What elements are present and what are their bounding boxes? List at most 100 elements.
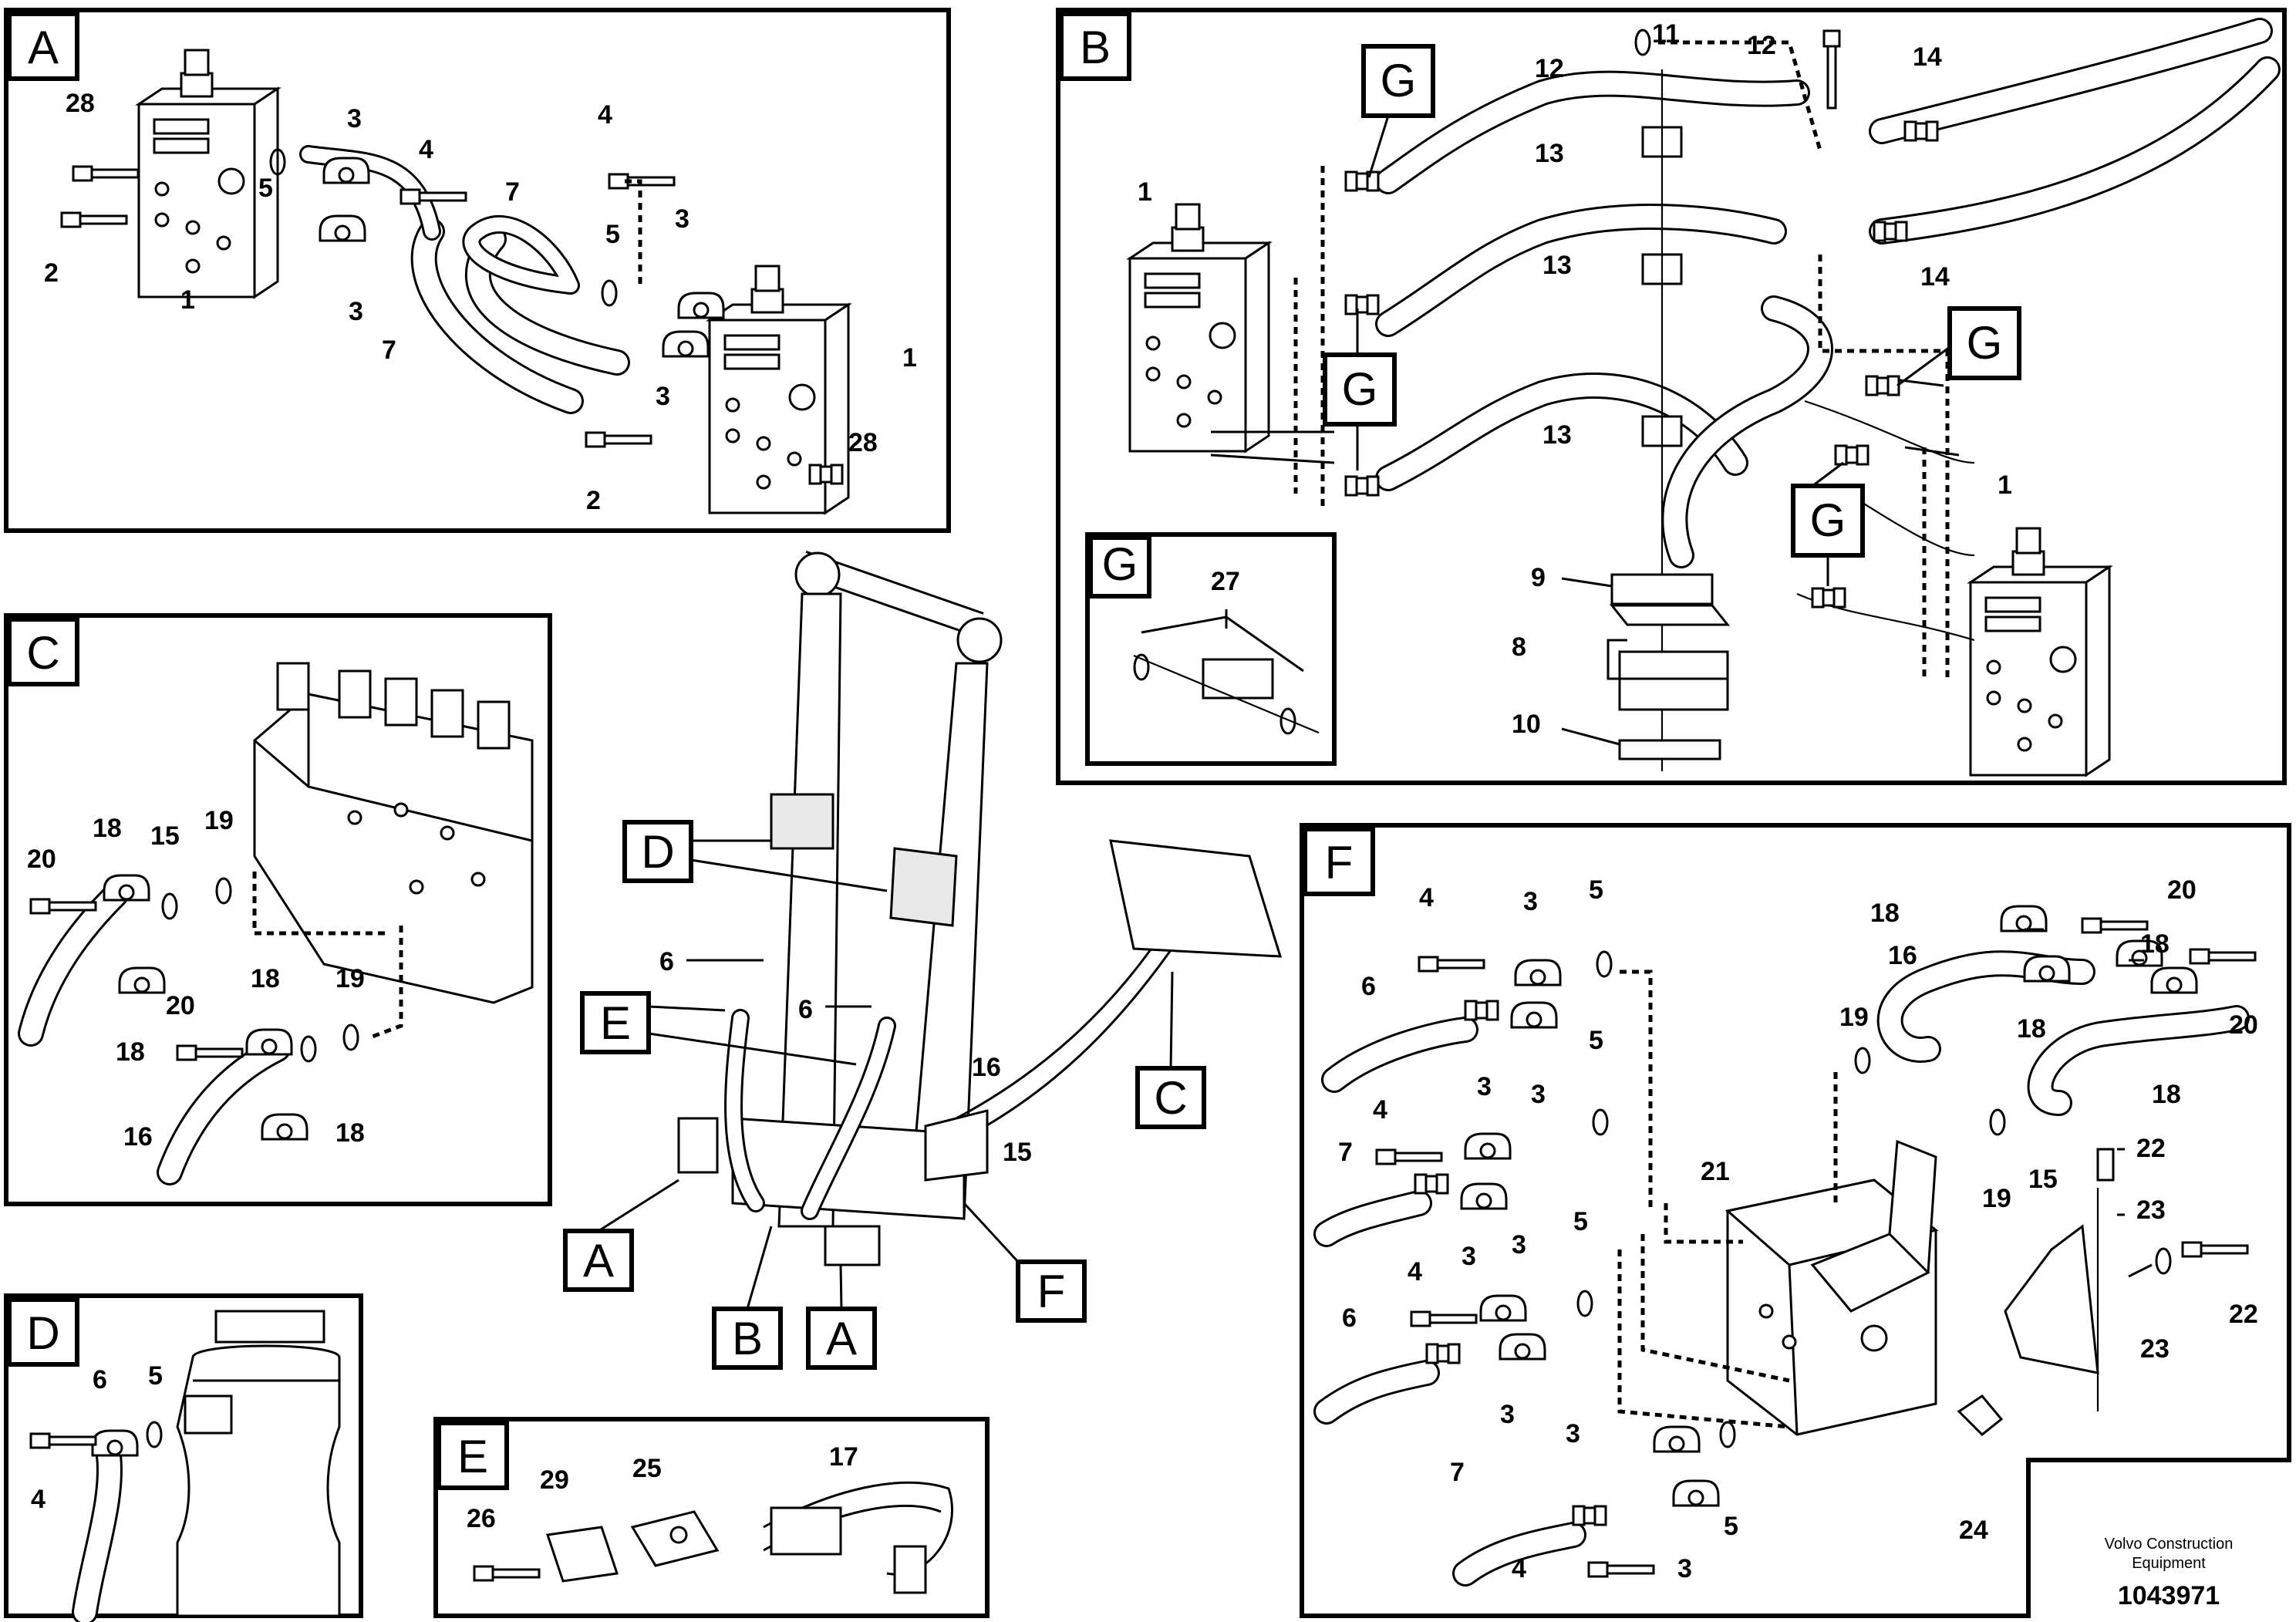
svg-text:25: 25 [632, 1454, 662, 1483]
detail-g: G 27 [1085, 532, 1337, 766]
section-label-a: A [28, 22, 59, 73]
svg-text:2: 2 [44, 258, 59, 288]
section-f: F [1300, 823, 2291, 1618]
svg-text:4: 4 [598, 100, 612, 130]
svg-text:28: 28 [66, 89, 95, 118]
svg-text:23: 23 [2136, 1195, 2166, 1225]
svg-text:6: 6 [798, 995, 813, 1024]
svg-text:27: 27 [1211, 567, 1240, 596]
callout-g: G [1810, 494, 1846, 546]
svg-text:6: 6 [1361, 972, 1376, 1001]
svg-text:19: 19 [1982, 1184, 2011, 1213]
svg-text:18: 18 [2152, 1080, 2181, 1109]
svg-text:3: 3 [1531, 1080, 1546, 1109]
svg-text:6: 6 [659, 947, 674, 976]
document-footer: Volvo Construction Equipment 1043971 [2105, 1536, 2234, 1610]
svg-text:4: 4 [31, 1485, 46, 1514]
svg-text:18: 18 [1870, 899, 1900, 928]
svg-text:2: 2 [586, 486, 601, 515]
section-label-f: F [1325, 837, 1354, 889]
svg-text:20: 20 [2167, 875, 2197, 905]
overview-callout-a: A [826, 1313, 857, 1364]
svg-text:3: 3 [1500, 1400, 1515, 1429]
svg-text:5: 5 [258, 174, 273, 203]
svg-text:23: 23 [2140, 1334, 2170, 1364]
svg-text:22: 22 [2136, 1134, 2166, 1163]
svg-text:1: 1 [1998, 470, 2012, 500]
svg-text:13: 13 [1542, 420, 1572, 450]
svg-text:8: 8 [1512, 632, 1526, 662]
svg-text:5: 5 [1724, 1512, 1738, 1541]
section-a: A 28 3 4 4 5 7 5 3 2 3 7 1 [4, 8, 951, 533]
svg-text:5: 5 [1589, 1026, 1603, 1055]
svg-text:4: 4 [1373, 1095, 1387, 1125]
svg-text:18: 18 [2140, 929, 2170, 959]
svg-text:6: 6 [1342, 1303, 1357, 1333]
svg-text:24: 24 [1959, 1516, 1988, 1545]
svg-text:1: 1 [902, 343, 917, 373]
svg-text:28: 28 [848, 428, 878, 457]
svg-text:5: 5 [1573, 1207, 1588, 1236]
document-number: 1043971 [2118, 1581, 2220, 1610]
section-e: E 17 29 25 26 [433, 1417, 990, 1618]
svg-text:19: 19 [335, 964, 365, 993]
callout-g: G [1342, 363, 1378, 415]
overview-callout-d: D [641, 826, 674, 878]
svg-text:18: 18 [93, 814, 122, 843]
svg-text:7: 7 [505, 177, 520, 207]
overview-callout-a: A [583, 1235, 614, 1286]
svg-text:18: 18 [116, 1037, 145, 1067]
overview-callout-b: B [732, 1313, 763, 1364]
callout-g: G [1967, 317, 2003, 369]
overview-callout-e: E [600, 997, 631, 1049]
svg-text:20: 20 [2229, 1010, 2258, 1040]
section-c: C 20 18 [4, 613, 552, 1206]
svg-text:14: 14 [1913, 42, 1942, 72]
svg-text:14: 14 [1920, 262, 1950, 292]
svg-text:15: 15 [150, 821, 180, 851]
section-label-d: D [26, 1307, 59, 1359]
svg-text:3: 3 [347, 104, 362, 133]
svg-text:3: 3 [1477, 1072, 1492, 1101]
svg-text:15: 15 [1003, 1138, 1032, 1167]
svg-text:11: 11 [1652, 19, 1680, 49]
section-label-b: B [1080, 22, 1111, 73]
overview-callout-c: C [1154, 1072, 1187, 1124]
svg-text:7: 7 [382, 336, 396, 365]
section-label-e: E [457, 1431, 488, 1482]
svg-text:20: 20 [166, 991, 195, 1020]
svg-text:20: 20 [27, 845, 56, 874]
svg-text:4: 4 [1419, 883, 1434, 912]
svg-text:22: 22 [2229, 1300, 2258, 1329]
section-label-g: G [1102, 538, 1138, 590]
overview-callout-f: F [1037, 1266, 1066, 1317]
svg-text:4: 4 [419, 135, 433, 164]
brand-line-1: Volvo Construction [2105, 1536, 2234, 1553]
svg-text:5: 5 [605, 220, 620, 249]
svg-text:3: 3 [675, 204, 689, 234]
svg-text:3: 3 [1512, 1230, 1526, 1259]
valve-block [137, 49, 279, 298]
section-d: D 6 5 4 [4, 1293, 363, 1622]
svg-text:3: 3 [349, 297, 363, 326]
svg-text:16: 16 [1888, 941, 1917, 970]
svg-text:3: 3 [1523, 887, 1538, 916]
overview-assembly: D E C A B A F 6 6 16 15 [563, 550, 1283, 1370]
svg-text:10: 10 [1512, 710, 1541, 739]
svg-text:6: 6 [93, 1365, 107, 1394]
svg-text:4: 4 [1408, 1257, 1422, 1286]
section-b: B [1056, 8, 2287, 785]
section-label-c: C [26, 627, 59, 679]
svg-text:19: 19 [1839, 1003, 1869, 1032]
main-valve-block [253, 662, 534, 1004]
svg-text:3: 3 [1677, 1554, 1692, 1583]
svg-text:18: 18 [335, 1118, 365, 1148]
svg-text:16: 16 [123, 1122, 153, 1152]
svg-text:29: 29 [540, 1465, 569, 1495]
svg-text:7: 7 [1338, 1138, 1353, 1167]
svg-text:3: 3 [1462, 1242, 1476, 1271]
svg-text:15: 15 [2028, 1165, 2058, 1194]
svg-text:19: 19 [204, 806, 234, 835]
svg-text:9: 9 [1531, 563, 1546, 592]
svg-text:1: 1 [180, 285, 195, 315]
